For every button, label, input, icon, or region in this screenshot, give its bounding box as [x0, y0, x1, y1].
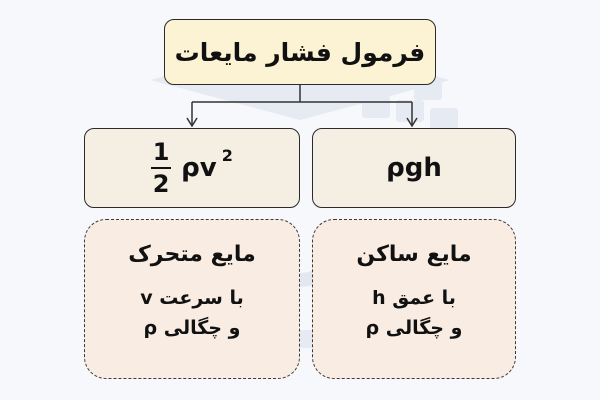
description-node-moving: مایع متحرک با سرعت v و چگالی ρ	[84, 219, 300, 379]
description-line: با سرعت v	[140, 287, 244, 309]
arrow-head-left	[186, 117, 198, 128]
fraction-denominator: 2	[152, 170, 170, 199]
arrow-head-right	[406, 117, 418, 128]
description-line: با عمق h	[372, 287, 456, 309]
description-node-static: مایع ساکن با عمق h و چگالی ρ	[312, 219, 516, 379]
formula-exponent: 2	[221, 146, 233, 166]
root-title: فرمول فشار مایعات	[174, 37, 426, 67]
description-title: مایع متحرک	[128, 242, 256, 267]
fraction-numerator: 1	[152, 137, 170, 166]
fraction: 1 2	[151, 137, 172, 199]
static-pressure-formula: ρgh	[386, 153, 442, 183]
root-node: فرمول فشار مایعات	[164, 19, 436, 85]
description-title: مایع ساکن	[356, 242, 472, 267]
fraction-bar	[151, 166, 172, 170]
description-line: و چگالی ρ	[143, 317, 241, 339]
description-line: و چگالی ρ	[365, 317, 463, 339]
formula-body: ρv	[181, 152, 217, 183]
formula-node-static: ρgh	[312, 128, 516, 208]
